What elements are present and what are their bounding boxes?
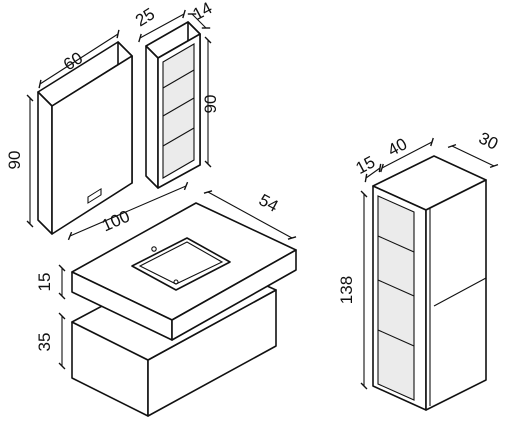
tall-cabinet-side-label: 15 bbox=[353, 152, 379, 178]
tall-cabinet-height-label: 138 bbox=[337, 276, 356, 304]
tall-cabinet-depth-label: 30 bbox=[476, 128, 501, 153]
basin bbox=[131, 237, 231, 291]
tall-cabinet bbox=[360, 137, 499, 411]
drawer-height-label: 35 bbox=[35, 333, 54, 352]
shelf-height-label: 90 bbox=[201, 95, 220, 114]
shelf-width-label: 25 bbox=[132, 4, 158, 30]
open-shelf-unit bbox=[138, 9, 212, 189]
tall-cabinet-width-label: 40 bbox=[385, 134, 411, 160]
vanity-depth-label: 54 bbox=[256, 190, 282, 216]
shelf-depth-label: 14 bbox=[190, 0, 216, 24]
vanity-unit bbox=[58, 181, 297, 417]
countertop-height-label: 15 bbox=[35, 273, 54, 292]
mirror-height-label: 90 bbox=[5, 151, 24, 170]
